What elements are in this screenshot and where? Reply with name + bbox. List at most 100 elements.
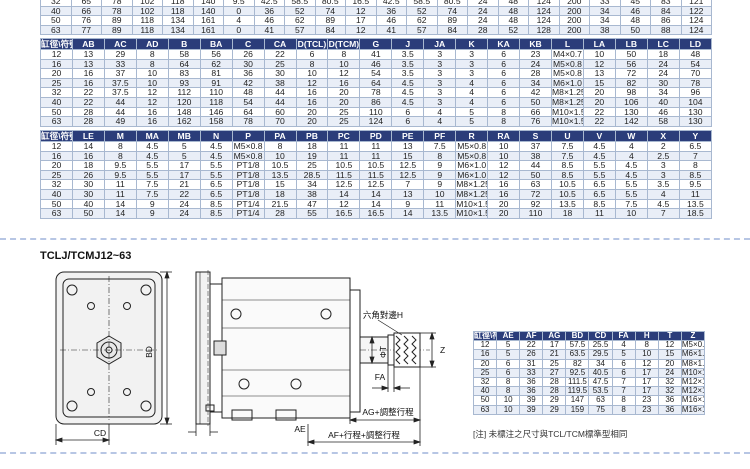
fa-label: FA <box>375 372 386 382</box>
column-header: RA <box>487 130 521 142</box>
table-cell: 7 <box>611 386 636 397</box>
cylinder-body <box>221 277 351 419</box>
column-header: N <box>199 130 233 142</box>
column-header: LE <box>71 130 105 142</box>
table-cell: 8 <box>611 404 636 415</box>
table-cell: 17 <box>634 367 659 378</box>
table-cell: 27 <box>542 367 567 378</box>
table-cell: 31 <box>519 358 544 369</box>
column-header: M <box>103 130 137 142</box>
table-cell: 36 <box>657 404 682 415</box>
table-cell: 25 <box>542 358 567 369</box>
column-header: LA <box>582 38 616 50</box>
table-cell: 63.5 <box>565 349 590 360</box>
table-cell: 92.5 <box>565 367 590 378</box>
port-hole <box>238 378 250 390</box>
table-cell: 29 <box>542 404 567 415</box>
column-header: AB <box>71 38 105 50</box>
column-header: S <box>519 130 552 142</box>
column-header: AG <box>542 330 567 342</box>
bottom-plate <box>231 409 253 421</box>
front-bolt-hole <box>66 284 78 296</box>
side-view <box>195 270 430 426</box>
table-cell: 34 <box>588 358 613 369</box>
column-header: MA <box>135 130 169 142</box>
table-cell: M8×1.25 <box>680 358 706 369</box>
table-cell: 119.5 <box>565 386 590 397</box>
cd-label: CD <box>94 428 106 438</box>
column-header: T <box>657 330 682 342</box>
column-header: Z <box>680 330 706 342</box>
column-header: AE <box>496 330 521 342</box>
table-cell: 5 <box>611 349 636 360</box>
column-header: BD <box>565 330 590 342</box>
column-header: C <box>231 38 265 50</box>
af-label: AF+行程+調整行程 <box>328 430 400 440</box>
table-cell: M12×1.25 <box>680 376 706 388</box>
column-header: D(TCM) <box>327 38 361 50</box>
table-cell: M12×1.25 <box>680 386 706 397</box>
z-label: Z <box>440 345 445 355</box>
bd-dimension <box>160 270 172 426</box>
table-cell: 63 <box>472 404 498 415</box>
table-cell: 17 <box>634 376 659 388</box>
table-cell: 36 <box>519 386 544 397</box>
table-cell: 111.5 <box>565 376 590 388</box>
table-cell: M10×1.25 <box>680 367 706 378</box>
column-header: JA <box>423 38 457 50</box>
table-cell: 32 <box>472 376 498 388</box>
table-cell: 29 <box>542 395 567 406</box>
side-fitting <box>213 340 227 356</box>
table-cell: 32 <box>657 376 682 388</box>
table-cell: 63 <box>588 395 613 406</box>
table-cell: 5 <box>496 349 521 360</box>
table-cell: 10 <box>496 404 521 415</box>
column-header: CD <box>588 330 613 342</box>
table-cell: 25 <box>472 367 498 378</box>
column-header: V <box>582 130 616 142</box>
front-bolt-hole <box>140 400 152 412</box>
bottom-plate <box>275 409 297 421</box>
fa-dimension <box>372 365 410 392</box>
front-bolt-hole <box>66 400 78 412</box>
series-title: TCLJ/TCMJ12~63 <box>40 250 132 262</box>
column-header: 缸徑\符號 <box>40 130 73 142</box>
table-cell: M5×0.8 <box>680 340 706 351</box>
table-cell: 53.5 <box>588 386 613 397</box>
table-cell: 16 <box>472 349 498 360</box>
table-cell: M6×1.0 <box>680 349 706 360</box>
front-small-hole <box>123 388 131 396</box>
ag-dimension <box>348 367 422 424</box>
table-cell: 75 <box>588 404 613 415</box>
end-cap <box>349 289 361 413</box>
column-header: L <box>551 38 584 50</box>
table-cell: 20 <box>657 358 682 369</box>
table-cell: 12 <box>472 340 498 351</box>
table-cell: 23 <box>634 404 659 415</box>
table-cell: 15 <box>657 349 682 360</box>
column-header: 缸徑\符號 <box>472 330 498 342</box>
footnote: [注] 未標注之尺寸與TCL/TCM標準型相同 <box>473 429 628 439</box>
table-cell: 12 <box>634 358 659 369</box>
column-header: CA <box>263 38 297 50</box>
section-divider <box>0 238 750 240</box>
z-dimension <box>420 331 436 369</box>
table-cell: 57.5 <box>565 340 590 351</box>
table-cell: 17 <box>542 340 567 351</box>
table-cell: 33 <box>519 367 544 378</box>
table-cell: 77 <box>70 24 102 36</box>
column-header: LD <box>678 38 713 50</box>
